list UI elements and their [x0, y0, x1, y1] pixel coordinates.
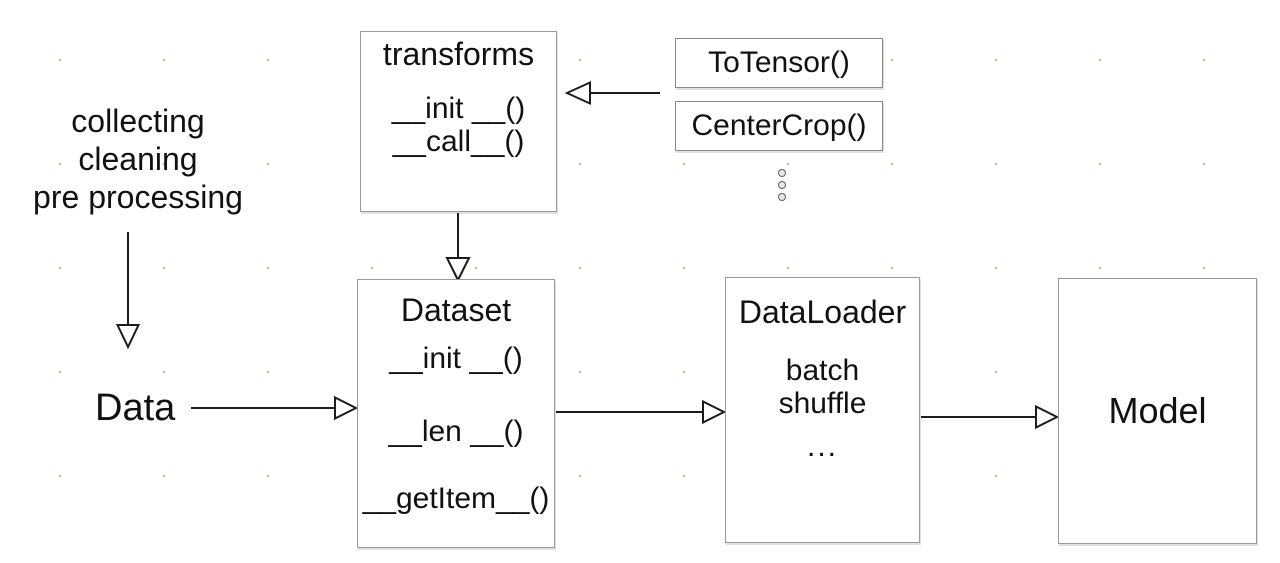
- arrow-note-to-data: [115, 232, 141, 350]
- arrow-transformclasses-to-transforms: [564, 80, 660, 106]
- ellipsis-dot: [778, 169, 786, 177]
- totensor-chip: ToTensor(): [675, 38, 883, 88]
- preprocessing-note-line: pre processing: [33, 179, 243, 215]
- more-transforms-ellipsis-icon: [778, 169, 786, 205]
- transforms-call-method: __call__(): [392, 125, 525, 158]
- transforms-box-title: transforms: [382, 36, 535, 72]
- ellipsis-dot: [778, 181, 786, 189]
- dataset-getitem-method: __getItem__(): [362, 482, 550, 515]
- arrow-transforms-to-dataset: [445, 213, 471, 283]
- transforms-init-method: __init __(): [391, 92, 526, 125]
- transforms-box: transforms __init __() __call__(): [360, 31, 557, 212]
- model-box: Model: [1058, 278, 1257, 544]
- arrow-data-to-dataset: [191, 395, 359, 421]
- dataset-len-method: __len __(): [388, 415, 524, 448]
- dataset-box-title: Dataset: [400, 292, 512, 328]
- dataloader-box: DataLoader batch shuffle ...: [725, 277, 920, 543]
- preprocessing-note-line: collecting: [71, 103, 205, 139]
- dataset-box: Dataset __init __() __len __() __getItem…: [357, 279, 555, 548]
- dataloader-shuffle-item: shuffle: [778, 387, 867, 420]
- preprocessing-note: collecting cleaning pre processing: [10, 102, 266, 216]
- centercrop-chip: CenterCrop(): [675, 101, 883, 151]
- data-node-label: Data: [95, 387, 176, 429]
- dataloader-more-item: ...: [806, 430, 838, 463]
- preprocessing-note-line: cleaning: [78, 141, 198, 177]
- arrow-dataset-to-dataloader: [556, 399, 727, 425]
- ellipsis-dot: [778, 193, 786, 201]
- dataloader-batch-item: batch: [785, 354, 860, 387]
- arrow-dataloader-to-model: [921, 404, 1060, 430]
- dataloader-box-title: DataLoader: [738, 294, 907, 330]
- dataset-init-method: __init __(): [389, 342, 523, 375]
